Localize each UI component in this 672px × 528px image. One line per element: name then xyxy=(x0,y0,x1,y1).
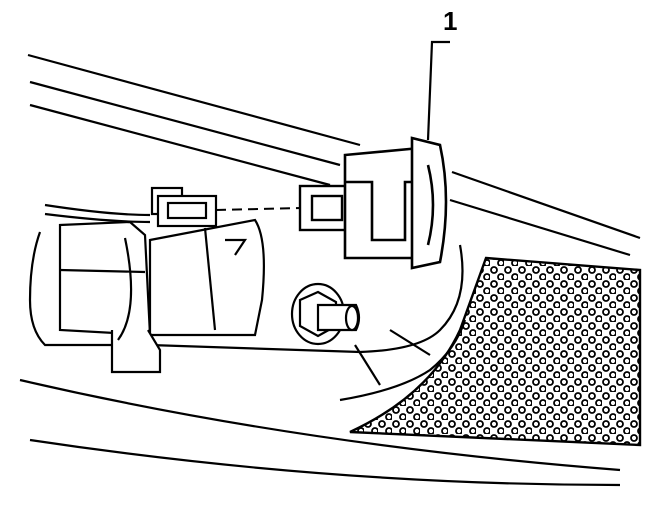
perforated-grille xyxy=(349,256,642,447)
electrical-connector xyxy=(343,136,448,270)
connector-plug xyxy=(298,184,352,232)
body-panel-lines xyxy=(19,53,641,487)
callout-label-1: 1 xyxy=(443,6,458,36)
alignment-dashed-line xyxy=(215,207,303,211)
mounting-nut xyxy=(290,282,361,346)
callout-leader-line xyxy=(426,40,450,141)
bulb-socket-harness xyxy=(44,186,265,374)
lamp-housing xyxy=(28,231,467,402)
